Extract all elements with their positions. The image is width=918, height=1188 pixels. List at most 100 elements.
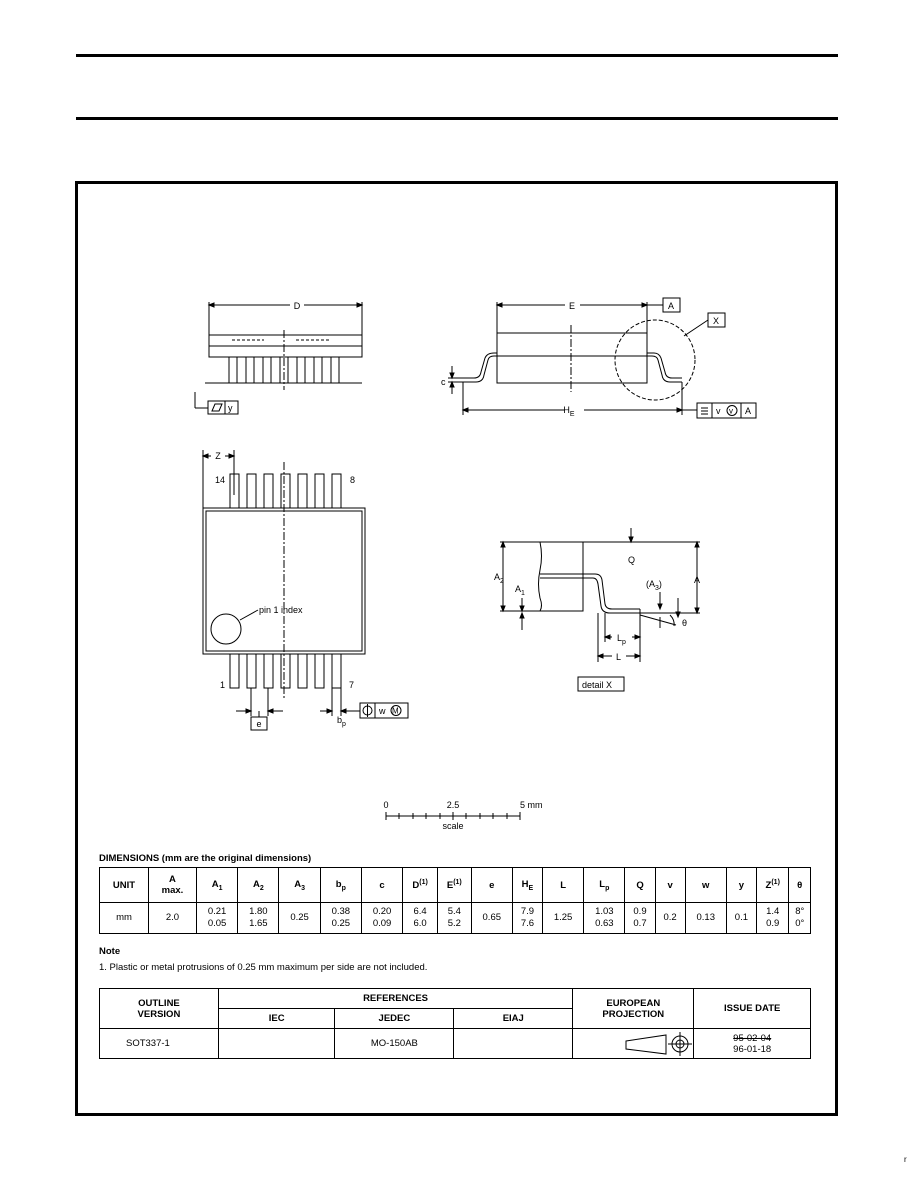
label-v: v [716, 406, 721, 416]
front-view [194, 302, 364, 415]
svg-text:bp: bp [337, 715, 346, 728]
outline-version-label: OUTLINE VERSION [99, 988, 219, 1029]
svg-text:A2: A2 [494, 572, 504, 585]
label-Lp: L [617, 633, 622, 643]
label-e: e [256, 719, 261, 729]
dim-header-16: y [725, 867, 757, 903]
european-projection-label: EUROPEAN PROJECTION [572, 988, 694, 1029]
label-A3-sub: 3 [655, 585, 659, 592]
dim-value-0: mm [98, 902, 150, 934]
label-pin7: 7 [349, 680, 354, 690]
dimensions-title: DIMENSIONS (mm are the original dimensio… [99, 853, 312, 864]
dim-header-12: Lp [583, 867, 626, 903]
label-D: D [294, 301, 301, 311]
dim-header-sub: 2 [259, 884, 264, 892]
label-Q: Q [628, 555, 635, 565]
scale-tick-0: 0 [383, 800, 388, 810]
label-A-dim: A [694, 575, 700, 585]
dim-value-line: 5.2 [447, 918, 461, 929]
dim-header-main: E [446, 880, 454, 892]
label-Lp-sub: p [622, 639, 626, 646]
dim-header-line2: max. [161, 885, 184, 896]
dim-value-line: 0.38 [331, 906, 351, 917]
issue-date-label: ISSUE DATE [693, 988, 811, 1029]
label-A3: (A [646, 579, 655, 589]
dim-header-main: A [294, 878, 302, 890]
dim-header-main: v [667, 879, 673, 891]
side-view [448, 297, 757, 419]
dim-header-sub: 1 [218, 884, 223, 892]
dim-value-line: 1.4 [766, 906, 780, 917]
drawing-frame [75, 181, 838, 1116]
dim-value-line: 7.6 [520, 918, 535, 929]
dim-header-main: H [521, 878, 529, 890]
dim-header-main: c [379, 879, 385, 891]
label-y: y [228, 403, 233, 413]
dim-header-0: UNIT [98, 867, 150, 903]
dim-header-8: E(1) [436, 867, 472, 903]
label-L: L [616, 652, 621, 662]
label-detail-x: detail X [582, 680, 612, 690]
dim-header-2: A1 [195, 867, 239, 903]
dim-header-main: L [599, 878, 606, 890]
dim-header-15: w [684, 867, 727, 903]
label-A2-sub: 2 [500, 578, 504, 585]
dim-header-6: c [360, 867, 404, 903]
iec-value [217, 1028, 336, 1059]
label-X: X [713, 316, 719, 326]
label-w: w [378, 706, 386, 716]
jedec-label: JEDEC [334, 1008, 455, 1029]
dim-value-line: 0.7 [633, 918, 647, 929]
iec-label: IEC [217, 1008, 336, 1029]
label-Z: Z [215, 451, 221, 461]
dim-header-main: θ [797, 879, 803, 891]
dim-value-9: 0.65 [470, 902, 513, 934]
label-c: c [441, 377, 446, 387]
dim-header-sub: p [605, 884, 610, 892]
dim-header-9: e [470, 867, 513, 903]
label-HE-sub: E [570, 411, 575, 418]
header-rule-bottom [76, 117, 838, 120]
dim-header-4: A3 [278, 867, 321, 903]
dim-header-11: L [541, 867, 585, 903]
dim-value-line: 0.1 [734, 912, 749, 923]
dim-header-14: v [654, 867, 686, 903]
scale-tick-5mm: 5 mm [520, 800, 543, 810]
dim-header-sup: (1) [453, 878, 462, 886]
scale-bar [385, 812, 521, 820]
dim-value-line: 7.9 [520, 906, 535, 917]
top-view [201, 450, 409, 731]
label-A-datum: A [668, 301, 674, 311]
dim-header-main: UNIT [112, 879, 136, 891]
dim-value-line: 1.65 [249, 918, 268, 929]
dim-header-sub: 3 [301, 884, 305, 892]
dim-value-line: 0.09 [372, 918, 392, 929]
dim-value-line: 6.0 [413, 918, 427, 929]
dim-value-line: 0.21 [207, 906, 227, 917]
label-A3-close: ) [659, 579, 662, 589]
label-A-ref: A [745, 406, 751, 416]
dim-header-17: Z(1) [755, 867, 790, 903]
issue-date-old: 95-02-04 [733, 1032, 772, 1044]
label-pin8: 8 [350, 475, 355, 485]
dim-header-main: L [560, 879, 566, 891]
dim-value-16: 0.1 [725, 902, 757, 934]
dim-value-15: 0.13 [684, 902, 727, 934]
label-bp: b [337, 715, 342, 725]
dim-value-line: 0.20 [372, 906, 392, 917]
label-v-circ: v [729, 407, 733, 416]
label-A1: A [515, 584, 521, 594]
dim-header-3: A2 [237, 867, 280, 903]
jedec-value: MO-150AB [334, 1028, 455, 1059]
svg-text:(A3): (A3) [646, 579, 662, 592]
label-M: M [392, 707, 399, 716]
issue-date-new: 96-01-18 [733, 1043, 772, 1055]
